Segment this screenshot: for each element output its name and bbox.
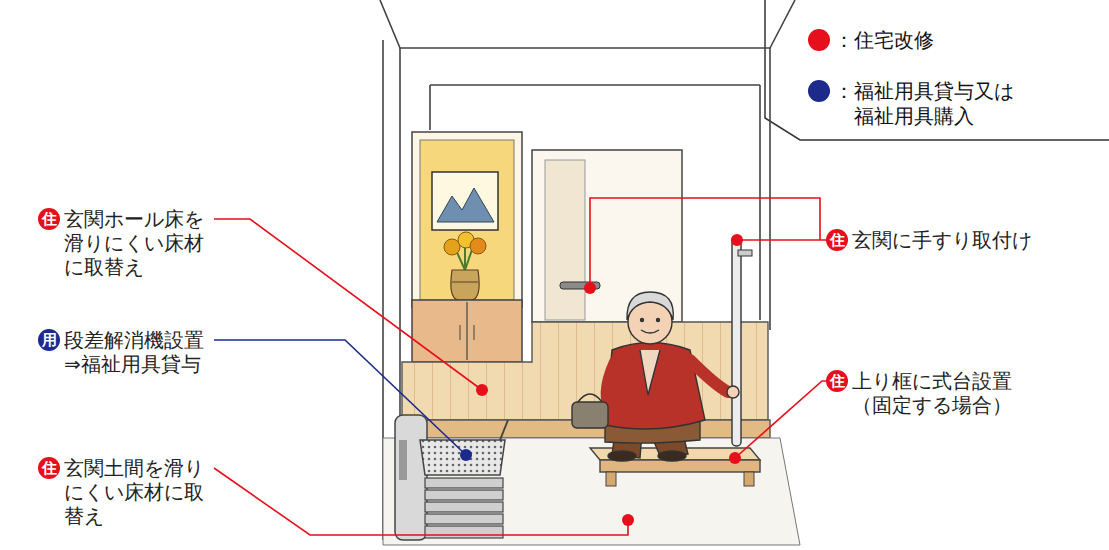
legend-text: ：福祉用具貸与又は 福祉用具購入: [834, 79, 1054, 129]
category-badge: 住: [38, 208, 60, 230]
callout-text: 上り框に式台設置 （固定する場合）: [852, 369, 1037, 417]
handbag: [572, 394, 608, 428]
legend-entry: ：福祉用具貸与又は 福祉用具購入: [808, 79, 1054, 129]
legend-text: ：住宅改修: [834, 28, 1054, 53]
step-lift: [395, 415, 508, 540]
shoe-cabinet: [412, 300, 522, 362]
legend-frame: [765, 0, 1109, 140]
category-badge: 住: [826, 370, 848, 392]
category-badge: 住: [826, 229, 848, 251]
doorway: [532, 150, 682, 322]
picture-frame: [432, 172, 498, 230]
elderly-woman: [605, 292, 739, 461]
callout-text: 玄関土間を滑り にくい床材に取 替え: [64, 456, 214, 528]
leader-lines: [214, 198, 846, 535]
legend-entry: ：住宅改修: [808, 28, 1054, 53]
alcove: [412, 132, 522, 307]
callout-dots: [460, 234, 743, 526]
category-badge: 用: [38, 329, 60, 351]
flower-vase: [444, 232, 486, 300]
standing-handrail: [732, 236, 752, 446]
callout-text: 段差解消機設置 ⇒福祉用具貸与: [64, 328, 214, 376]
alcove-back: [420, 140, 514, 300]
callout-text: 玄関ホール床を 滑りにくい床材 に取替え: [64, 207, 214, 279]
picture-mountain: [437, 188, 494, 222]
entrance-floor: [383, 438, 800, 545]
legend-swatch: [808, 80, 830, 102]
entrance-step: [590, 448, 760, 486]
category-badge: 住: [38, 457, 60, 479]
callout-text: 玄関に手すり取付け: [852, 228, 1052, 252]
legend-swatch: [808, 29, 830, 51]
